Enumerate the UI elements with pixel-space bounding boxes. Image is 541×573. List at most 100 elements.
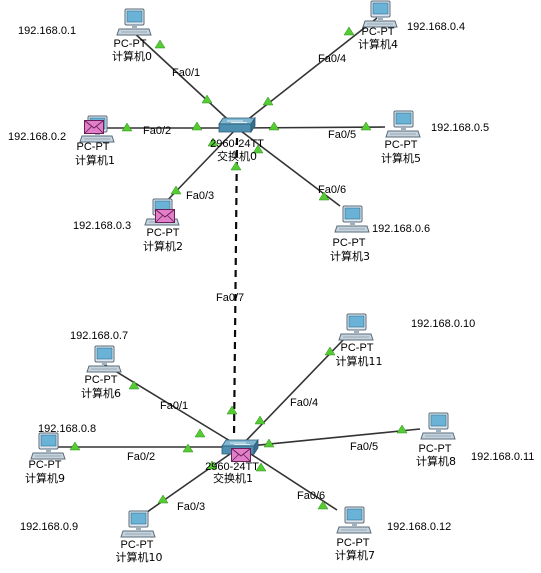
link-status-pc7-0 (317, 500, 329, 510)
pc-ip-label: 192.168.0.8 (38, 423, 96, 435)
pc-name-label: 计算机7 (335, 548, 375, 562)
link-status-pc6-1 (194, 428, 206, 438)
pc-icon[interactable] (116, 8, 152, 36)
pc-type-label: PC-PT (114, 38, 147, 50)
pc-type-label: PC-PT (362, 26, 395, 38)
pc-icon[interactable] (120, 510, 156, 538)
port-label: Fa0/3 (186, 190, 214, 202)
port-label: Fa0/1 (160, 400, 188, 412)
envelope-icon[interactable] (231, 448, 251, 462)
switch-name-label: 交换机1 (213, 471, 253, 485)
pc-ip-label: 192.168.0.11 (471, 451, 534, 463)
switch-model-label: 2960-24TT (210, 138, 264, 150)
link-status-pc3-1 (252, 144, 264, 154)
pc-name-label: 计算机8 (416, 454, 456, 468)
link-status-pc2-1 (207, 137, 219, 147)
pc-icon[interactable] (336, 506, 372, 534)
port-label: Fa0/5 (350, 441, 378, 453)
trunk-port-label: Fa0/7 (216, 292, 244, 304)
pc-icon[interactable] (86, 345, 122, 373)
link-pc10-sw1[interactable] (139, 446, 241, 518)
trunk-status-bottom (226, 405, 238, 415)
pc-icon[interactable] (362, 0, 398, 28)
labels-layer: PC-PT计算机0192.168.0.1Fa0/1PC-PT计算机4192.16… (8, 21, 534, 564)
pc-ip-label: 192.168.0.5 (431, 122, 489, 134)
pc-type-label: PC-PT (121, 539, 154, 551)
pc-type-label: PC-PT (85, 374, 118, 386)
port-label: Fa0/5 (328, 129, 356, 141)
pc-icon[interactable] (30, 432, 66, 460)
trunk-link[interactable] (232, 137, 239, 438)
switch-icon[interactable] (218, 117, 256, 133)
pc-ip-label: 192.168.0.6 (372, 223, 430, 235)
pc-type-label: PC-PT (341, 342, 374, 354)
link-status-pc8-1 (263, 438, 275, 448)
pc-ip-label: 192.168.0.10 (411, 318, 475, 330)
pc-name-label: 计算机10 (116, 550, 163, 564)
switch-model-label: 2960-24TT (205, 461, 259, 473)
link-status-pc1-0 (121, 122, 133, 132)
pc-ip-label: 192.168.0.4 (407, 21, 465, 33)
link-pc6-sw1[interactable] (101, 362, 241, 448)
link-pc3-sw0[interactable] (236, 127, 341, 207)
link-status-pc0-1 (201, 94, 213, 104)
link-pc11-sw1[interactable] (239, 337, 346, 448)
link-status-pc10-1 (206, 460, 218, 470)
link-status-layer (69, 26, 408, 510)
pc-name-label: 计算机11 (336, 354, 383, 368)
envelope-icon[interactable] (155, 209, 175, 223)
pc-type-label: PC-PT (147, 227, 180, 239)
link-status-pc0-0 (154, 39, 166, 49)
pc-icon[interactable] (334, 205, 370, 233)
port-label: Fa0/6 (297, 490, 325, 502)
port-label: Fa0/4 (290, 397, 318, 409)
link-status-pc7-1 (255, 462, 267, 472)
envelope-icon[interactable] (84, 120, 104, 134)
pc-name-label: 计算机4 (358, 37, 398, 51)
pc-name-label: 计算机9 (25, 471, 65, 485)
pc-type-label: PC-PT (419, 443, 452, 455)
trunk-status-top (230, 161, 242, 171)
pc-name-label: 计算机6 (81, 386, 121, 400)
link-status-pc5-1 (268, 121, 280, 131)
switch-name-label: 交换机0 (217, 149, 257, 163)
port-label: Fa0/3 (177, 501, 205, 513)
link-status-pc11-1 (254, 415, 266, 425)
link-status-pc10-0 (157, 494, 169, 504)
pc-name-label: 计算机2 (143, 239, 183, 253)
pc-name-label: 计算机5 (381, 151, 421, 165)
pc-type-label: PC-PT (77, 141, 110, 153)
pc-ip-label: 192.168.0.9 (20, 521, 78, 533)
pc-ip-label: 192.168.0.7 (70, 330, 128, 342)
link-status-pc9-1 (182, 443, 194, 453)
pc-name-label: 计算机3 (330, 249, 370, 263)
pc-ip-label: 192.168.0.12 (387, 521, 451, 533)
port-label: Fa0/1 (172, 67, 200, 79)
pc-icon[interactable] (385, 110, 421, 138)
link-pc4-sw0[interactable] (236, 17, 378, 129)
link-pc2-sw0[interactable] (159, 127, 238, 209)
link-status-pc5-0 (360, 121, 372, 131)
link-status-pc6-0 (128, 380, 140, 390)
link-status-pc1-1 (191, 121, 203, 131)
pc-icon[interactable] (420, 412, 456, 440)
link-status-pc3-0 (318, 191, 330, 201)
pc-icon[interactable] (338, 313, 374, 341)
link-status-pc8-0 (396, 424, 408, 434)
port-label: Fa0/2 (127, 451, 155, 463)
pc-type-label: PC-PT (333, 237, 366, 249)
pc-ip-label: 192.168.0.3 (73, 220, 131, 232)
pc-ip-label: 192.168.0.1 (18, 25, 76, 37)
link-status-pc4-0 (343, 26, 355, 36)
link-pc5-sw0[interactable] (236, 126, 386, 129)
nodes-layer (30, 0, 456, 538)
link-pc0-sw0[interactable] (130, 29, 238, 129)
pc-name-label: 计算机1 (75, 153, 115, 167)
port-label: Fa0/2 (143, 125, 171, 137)
port-label: Fa0/4 (318, 53, 346, 65)
pc-ip-label: 192.168.0.2 (8, 131, 66, 143)
link-pc7-sw1[interactable] (239, 446, 338, 511)
link-status-pc4-1 (262, 96, 274, 106)
link-status-pc9-0 (69, 441, 81, 451)
